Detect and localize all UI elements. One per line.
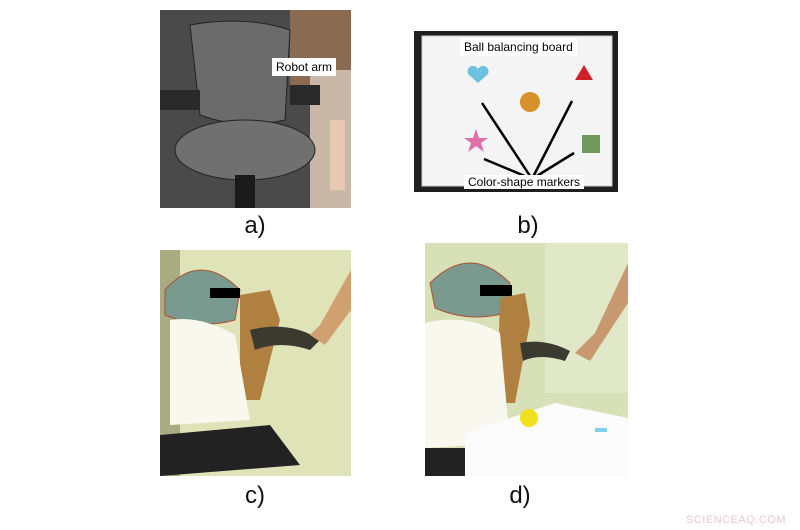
watermark: SCIENCEAQ.COM bbox=[685, 514, 786, 526]
board-illustration bbox=[414, 31, 618, 192]
panel-label-c: c) bbox=[245, 482, 265, 509]
photo-ball-balancing-board: Ball balancing board Color-shape markers bbox=[414, 31, 618, 192]
panel-label-a: a) bbox=[244, 212, 266, 239]
panel-label-d: d) bbox=[509, 482, 531, 509]
photo-subject-eeg-c bbox=[160, 250, 351, 476]
robot-arm-annotation: Robot arm bbox=[272, 58, 337, 76]
photo-subject-eeg-d bbox=[425, 243, 628, 476]
ball bbox=[520, 92, 540, 112]
markers-annotation: Color-shape markers bbox=[464, 175, 585, 189]
board-annotation: Ball balancing board bbox=[460, 38, 577, 56]
subject-illustration-c bbox=[160, 250, 351, 476]
photo-robot-arm-chair: Robot arm bbox=[160, 10, 351, 208]
star-marker bbox=[464, 129, 488, 152]
triangle-marker bbox=[575, 65, 593, 80]
heart-marker bbox=[467, 65, 489, 83]
square-marker bbox=[582, 135, 600, 153]
subject-illustration-d bbox=[425, 243, 628, 476]
ball bbox=[520, 409, 538, 427]
face-redaction bbox=[480, 285, 512, 296]
panel-label-b: b) bbox=[517, 212, 539, 239]
chair-illustration bbox=[160, 10, 351, 208]
face-redaction bbox=[210, 288, 240, 298]
